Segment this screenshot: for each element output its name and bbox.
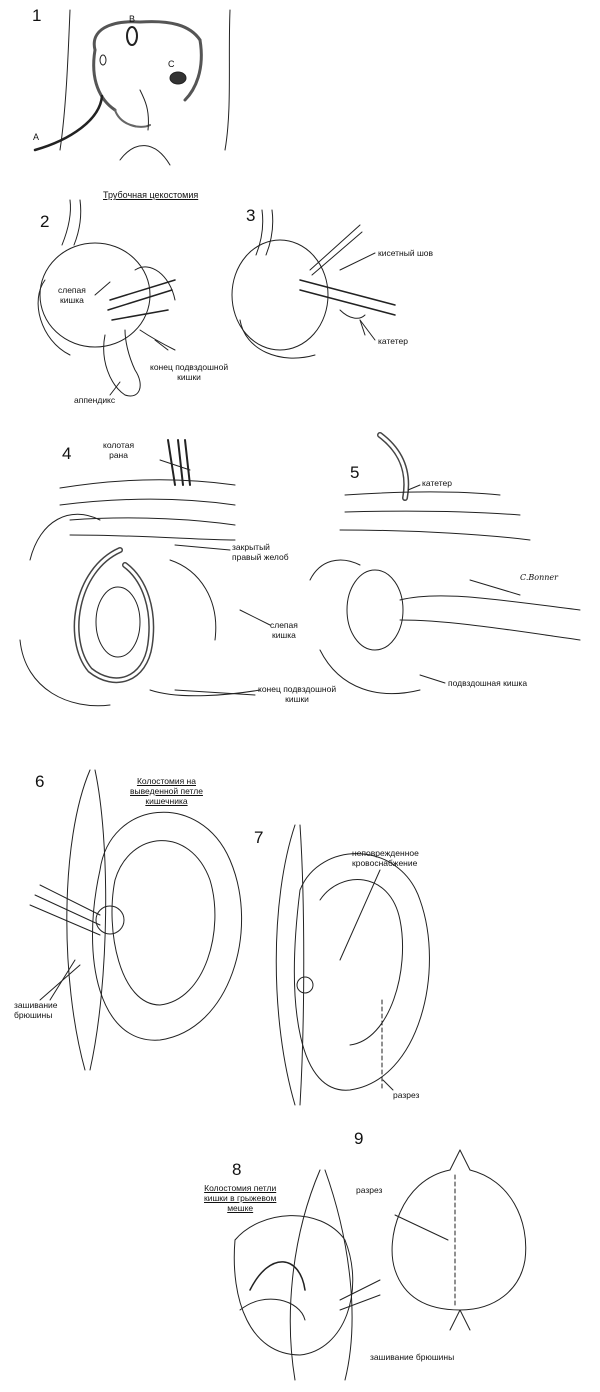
figure-3-label-purse-string: кисетный шов <box>378 248 434 258</box>
figure-4-number: 4 <box>62 444 72 463</box>
figure-4-label-cecum: слепая кишка <box>270 620 298 640</box>
figure-8-number: 8 <box>232 1160 242 1179</box>
figure-2-label-appendix: аппендикс <box>74 395 116 405</box>
figure-5-label-catheter: катетер <box>422 478 452 488</box>
figure-1-label-b: B <box>129 14 136 24</box>
figure-7-blood-supply <box>275 824 430 1106</box>
figure-7-label-intact-blood: неповрежденное кровоснабжение <box>352 848 419 868</box>
figure-4-label-ileum-end: конец подвздошной кишки <box>258 684 337 704</box>
figure-5-catheter-placed <box>309 432 581 695</box>
figure-2-caption: Трубочная цекостомия <box>103 190 199 200</box>
figure-9-label-peritoneum-suture: зашивание брюшины <box>370 1352 455 1362</box>
figure-1-torso <box>33 9 231 166</box>
figure-7-number: 7 <box>254 828 264 847</box>
figure-8-caption: Колостомия петли кишки в грыжевом мешке <box>204 1183 277 1213</box>
figure-1-label-c: C <box>168 59 175 69</box>
figure-6-caption: Колостомия на выведенной петле кишечника <box>130 776 203 806</box>
figure-3-label-catheter: катетер <box>378 336 408 346</box>
figure-5-signature: C.Bonner <box>520 573 558 582</box>
figure-5-number: 5 <box>350 463 360 482</box>
figure-9-incision <box>391 1149 527 1331</box>
figure-7-label-incision: разрез <box>393 1090 420 1100</box>
figure-9-label-incision: разрез <box>356 1185 383 1195</box>
figure-4-label-closed-gutter: закрытый правый желоб <box>232 542 289 562</box>
figure-4-label-stab-wound: колотая рана <box>103 440 135 460</box>
figure-6-label-peritoneum-suture: зашивание брюшины <box>14 1000 58 1020</box>
figure-9-number: 9 <box>354 1129 364 1148</box>
figure-2-number: 2 <box>40 212 50 231</box>
figure-8-hernia-sac <box>233 1169 381 1381</box>
figure-2-cecostomy <box>37 199 176 397</box>
figure-1-label-a: A <box>33 132 40 142</box>
figure-4-catheter-loop <box>19 439 261 707</box>
figure-3-number: 3 <box>246 206 256 225</box>
figure-2-label-ileum-end: конец подвздошной кишки <box>150 362 229 382</box>
figure-6-number: 6 <box>35 772 45 791</box>
figure-1-number: 1 <box>32 6 42 25</box>
figure-2-label-cecum: слепая кишка <box>58 285 86 305</box>
figure-6-loop-colostomy <box>29 769 243 1071</box>
figure-5-label-ileum: подвздошная кишка <box>448 678 528 688</box>
figure-3-purse-string <box>231 209 396 359</box>
